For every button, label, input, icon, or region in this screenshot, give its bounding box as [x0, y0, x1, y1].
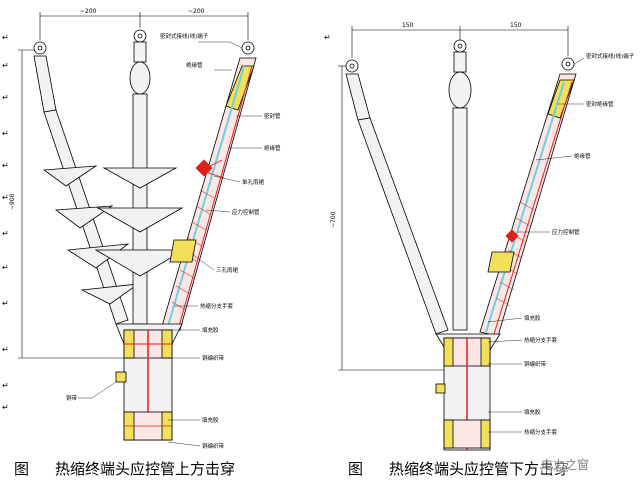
left-diagram-svg: ↵ ↵ ↵ ↵ ↵ ↵ ↵ ↵ ↵ ↵ ↵ ↵ ~200 ~200 ~900: [2, 8, 281, 450]
leader-lines: [78, 41, 262, 447]
component-label: 填充胶: [202, 326, 219, 334]
right-diagram: ↵ 150 150 ~700: [322, 0, 640, 452]
right-branch: [161, 41, 257, 331]
line-marker: ↵: [324, 33, 331, 42]
left-branch: [33, 41, 140, 325]
line-marker: ↵: [2, 229, 9, 238]
middle-branch: [94, 29, 186, 325]
dimension-label: ~200: [80, 8, 97, 15]
trunk: [435, 333, 501, 451]
caption-left: 图 热缩终端头应控管上方击穿: [14, 458, 235, 479]
right-branch: [479, 57, 577, 337]
component-label: 填充胶: [524, 408, 541, 416]
component-label: 单孔雨裙: [242, 178, 265, 186]
line-marker: ↵: [2, 161, 9, 170]
leader-lines: [487, 57, 585, 433]
line-marker: ↵: [2, 129, 9, 138]
caption-figure-label: 图: [348, 460, 364, 478]
dimension-lines: [18, 12, 249, 359]
component-label: 热缩分支手套: [524, 428, 558, 436]
height-dimension-label: ~700: [330, 211, 337, 228]
component-label: 密封式接线(线)端子: [586, 52, 635, 60]
component-label: 绝缘管: [186, 61, 203, 69]
dimension-label: 150: [510, 22, 522, 29]
line-marker: ↵: [2, 381, 9, 390]
left-diagram: ↵ ↵ ↵ ↵ ↵ ↵ ↵ ↵ ↵ ↵ ↵ ↵ ~200 ~200 ~900: [0, 0, 322, 452]
caption-figure-label: 图: [14, 460, 30, 478]
component-label: 绝缘管: [574, 152, 591, 160]
component-label: 铜编织带: [202, 354, 225, 362]
line-marker: ↵: [2, 93, 9, 102]
component-label: 应力控制管: [232, 208, 260, 216]
component-label: 填充胶: [524, 314, 541, 322]
line-marker: ↵: [2, 193, 9, 202]
component-label: 密封式接线(线)端子: [160, 32, 209, 40]
caption-title: 热缩终端头应控管上方击穿: [55, 460, 236, 478]
dimension-label: 150: [402, 22, 414, 29]
line-marker: ↵: [2, 33, 9, 42]
component-label: 三孔雨裙: [216, 266, 239, 274]
component-label: 热缩分支手套: [200, 302, 234, 310]
caption-right: 图 热缩终端头应控管下方击穿: [348, 458, 569, 479]
component-label: 绝缘管: [264, 144, 281, 152]
component-label: 铜编织带: [524, 360, 547, 368]
component-label: 填充胶: [202, 416, 219, 424]
component-label: 密封绝缘管: [586, 100, 614, 108]
watermark: 电力之窗: [538, 456, 593, 473]
component-labels: 密封式接线(线)端子 绝缘管 密封管 绝缘管 单孔雨裙 应力控制管 三孔雨裙 热…: [66, 32, 281, 450]
dimension-label: ~200: [188, 8, 205, 15]
line-marker: ↵: [2, 299, 9, 308]
dimension-lines: [338, 26, 569, 371]
line-marker: ↵: [2, 345, 9, 354]
height-dimension-label: ~900: [9, 193, 16, 210]
line-marker: ↵: [2, 403, 9, 412]
component-label: 应力控制管: [552, 228, 580, 236]
right-diagram-svg: ↵ 150 150 ~700: [324, 22, 635, 451]
component-labels: 密封式接线(线)端子 密封绝缘管 绝缘管 应力控制管 填充胶 热缩分支手套 铜编…: [524, 52, 635, 436]
caption-title: 热缩终端头应控管下方击穿: [389, 460, 570, 478]
component-label: 铜带: [66, 394, 78, 402]
line-marker: ↵: [2, 61, 9, 70]
component-label: 密封管: [264, 112, 281, 120]
middle-branch: [448, 39, 472, 331]
line-markers: ↵: [324, 33, 331, 42]
line-markers: ↵ ↵ ↵ ↵ ↵ ↵ ↵ ↵ ↵ ↵ ↵ ↵: [2, 33, 9, 412]
trunk: [115, 323, 183, 441]
component-label: 铜编织带: [202, 442, 225, 450]
left-branch: [345, 59, 449, 335]
line-marker: ↵: [2, 263, 9, 272]
component-label: 热缩分支手套: [524, 336, 558, 344]
